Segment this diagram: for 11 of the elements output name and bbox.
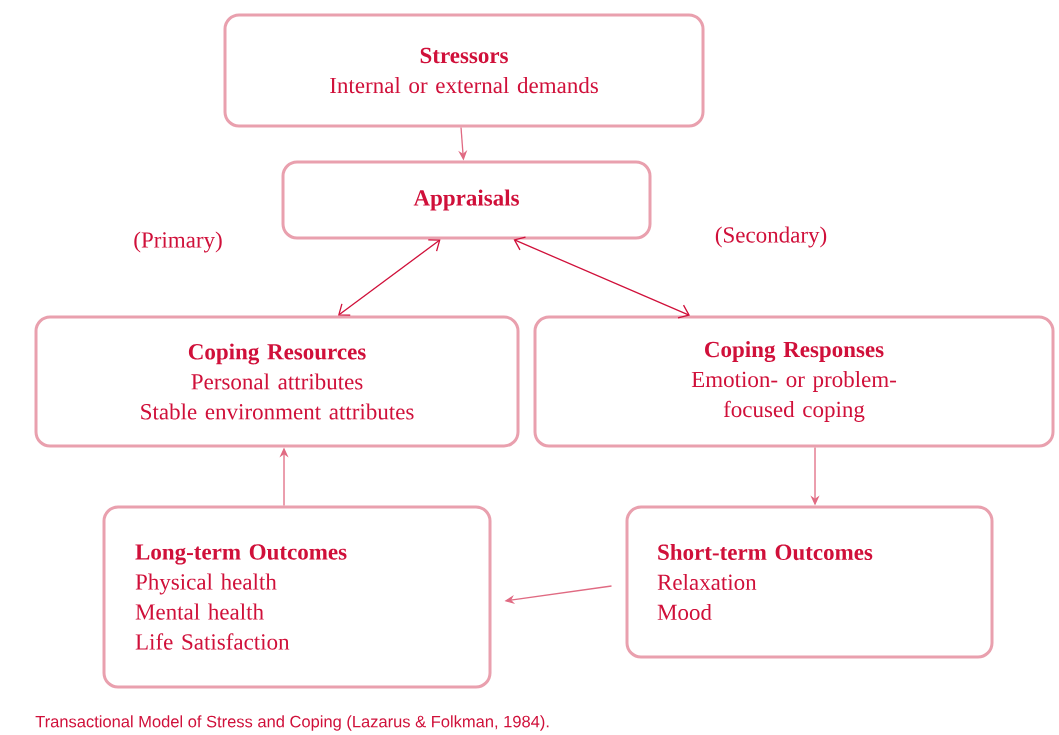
process-box: Long-term Outcomes Physical health Mental health Life Satisfaction (102, 505, 492, 689)
arrow (513, 236, 690, 319)
process-box: Appraisals (281, 160, 652, 240)
caption: Transactional Model of Stress and Coping (Lazarus & Folkman, 1984). (35, 715, 549, 731)
appraisal-label: (Secondary) (715, 226, 827, 248)
process-box: Coping Responses Emotion- or problem-focused coping (533, 315, 1055, 448)
process-box: Coping Resources Personal attributes Stable environment attributes (34, 315, 520, 448)
process-box: Stressors Internal or external demands (223, 13, 705, 128)
process-box: Short-term Outcomes Relaxation Mood (625, 505, 994, 659)
arrow (338, 239, 441, 316)
appraisal-label: (Primary) (134, 231, 222, 253)
